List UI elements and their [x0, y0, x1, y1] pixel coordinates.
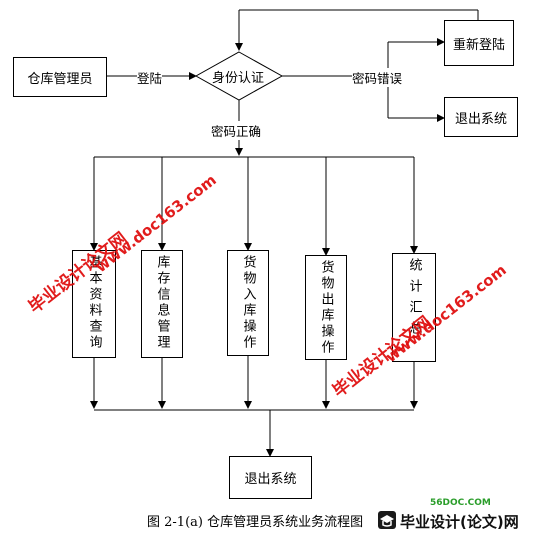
decision-label: 身份认证	[212, 71, 265, 86]
logo-name: 毕业设计(论文)网	[400, 513, 519, 531]
module-inventory-management: 库存信息管理	[141, 250, 183, 358]
module-basic-info-query: 基本资料查询	[72, 250, 116, 358]
module-goods-inbound: 货物入库操作	[227, 250, 269, 356]
relogin-box: 重新登陆	[444, 20, 514, 66]
exit-top-box: 退出系统	[444, 97, 518, 137]
module-goods-outbound: 货物出库操作	[305, 255, 347, 360]
edge-label-wrong-password: 密码错误	[352, 68, 403, 87]
actor-warehouse-admin: 仓库管理员	[13, 57, 107, 97]
module-label: 货物入库操作	[240, 255, 256, 351]
module-label: 库存信息管理	[154, 255, 170, 351]
module-label: 统计汇总	[406, 258, 422, 342]
edge-label-correct-password: 密码正确	[211, 121, 262, 140]
relogin-label: 重新登陆	[452, 37, 505, 53]
exit-top-label: 退出系统	[454, 111, 507, 127]
logo-site: 56DOC.COM	[430, 498, 491, 508]
cap-icon	[376, 509, 398, 531]
figure-caption: 图 2-1(a) 仓库管理员系统业务流程图	[147, 515, 364, 530]
actor-label: 仓库管理员	[27, 71, 93, 87]
exit-bottom-box: 退出系统	[229, 456, 312, 499]
edge-label-login: 登陆	[137, 68, 163, 87]
module-statistics-summary: 统计汇总	[392, 253, 436, 362]
module-label: 货物出库操作	[318, 260, 334, 356]
exit-bottom-label: 退出系统	[244, 472, 297, 487]
module-label: 基本资料查询	[86, 255, 102, 351]
